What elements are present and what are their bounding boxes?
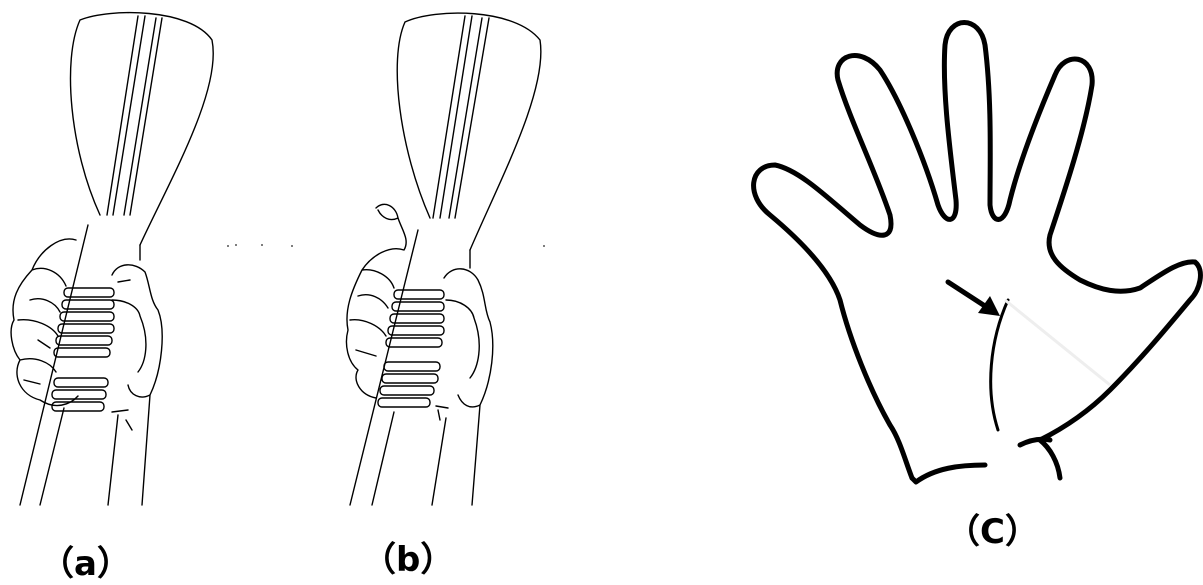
thenar-crease [991, 300, 1008, 430]
arrow-icon [948, 282, 1000, 316]
paddle-shaft-a [20, 225, 140, 505]
stray-marks [227, 244, 545, 247]
right-hand-b [436, 269, 493, 505]
left-hand-b [346, 204, 406, 398]
grip-rings-a [52, 288, 114, 411]
paddle-rib-b [433, 16, 489, 218]
thumb-shade [1005, 300, 1110, 385]
caption-b: （b） [362, 532, 454, 581]
caption-c: （C） [946, 504, 1039, 553]
paddle-blade-a [70, 13, 213, 245]
panel-c-open-hand [754, 23, 1201, 483]
wrist-right [1020, 439, 1060, 478]
left-hand-a [11, 239, 78, 405]
wrist-left [912, 465, 985, 482]
right-hand-a [112, 265, 162, 505]
paddle-rib-a [107, 16, 162, 215]
panel-b-paddle-grip [346, 13, 540, 505]
hand-outline [754, 23, 1201, 479]
panel-a-paddle-grip [11, 13, 213, 505]
paddle-shaft-b [350, 230, 470, 505]
